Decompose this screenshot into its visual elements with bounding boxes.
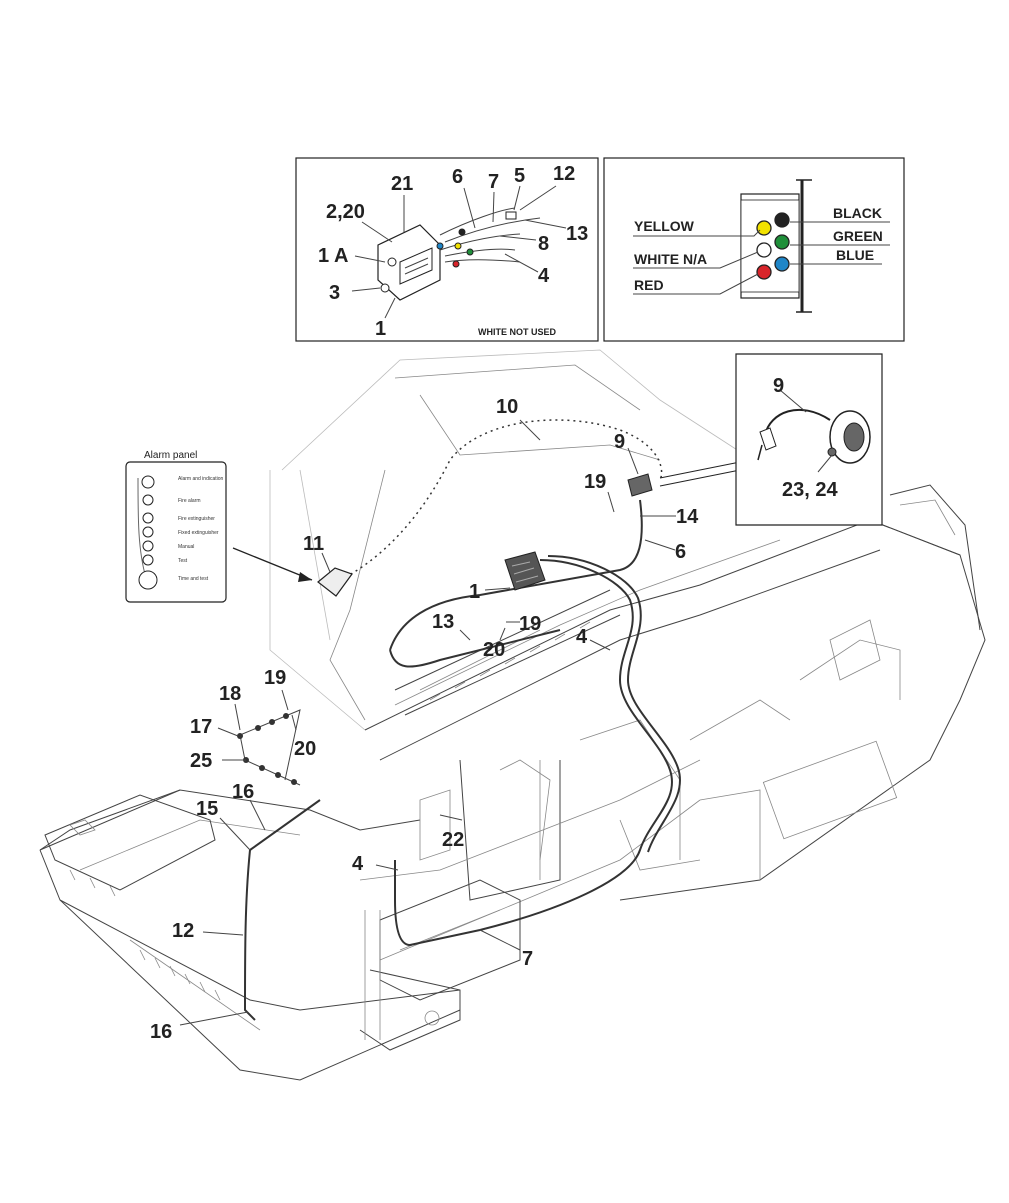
callout-17: 17 (190, 716, 212, 738)
callout-12: 12 (553, 163, 575, 185)
alarm-control-unit (504, 551, 546, 591)
callout-7: 7 (488, 171, 499, 193)
alarm-panel-row: Time and test (178, 576, 209, 582)
label-blue: BLUE (836, 247, 874, 263)
pin-red (756, 264, 772, 280)
alarm-panel-row: Fire extinguisher (178, 516, 215, 522)
alarm-panel-labels: Alarm panel Alarm and indication Fire al… (144, 450, 224, 582)
label-green: GREEN (833, 228, 883, 244)
callout-19-top: 19 (584, 471, 606, 493)
callout-25: 25 (190, 750, 212, 772)
alarm-panel-row: Fire alarm (178, 498, 201, 504)
alarm-panel-row: Alarm and indication (178, 476, 224, 482)
inset-horn-box (735, 353, 883, 526)
callout-15: 15 (196, 798, 218, 820)
callout-1: 1 (469, 581, 480, 603)
machine-frame (39, 349, 986, 1081)
main-leaders (179, 419, 676, 1026)
front-grill (39, 789, 221, 1001)
callout-6: 6 (452, 166, 463, 188)
callout-21: 21 (391, 173, 413, 195)
callout-13: 13 (432, 611, 454, 633)
alarm-light-lens (317, 567, 353, 597)
inset-connector-box (603, 157, 905, 342)
pin-black (774, 212, 790, 228)
main-callouts: 10 9 19 14 6 11 1 13 19 4 20 18 19 17 20… (150, 396, 699, 1043)
pin-white (756, 242, 772, 258)
callout-22: 22 (442, 829, 464, 851)
label-red: RED (634, 277, 664, 293)
alarm-panel-title: Alarm panel (144, 450, 197, 461)
wiring-harness (239, 419, 681, 1021)
callout-4-bottom: 4 (352, 853, 364, 875)
inset-wiring-box (295, 157, 599, 342)
callout-14: 14 (676, 506, 699, 528)
callout-13: 13 (566, 223, 588, 245)
callout-11: 11 (303, 533, 324, 555)
panel-pointer-arrow (232, 547, 313, 582)
pin-yellow (756, 220, 772, 236)
white-not-used-note: WHITE NOT USED (478, 327, 556, 337)
callout-23-24: 23, 24 (782, 479, 838, 501)
connector-cluster (237, 713, 297, 785)
callout-19-left: 19 (264, 667, 286, 689)
pin-blue (774, 256, 790, 272)
callout-8: 8 (538, 233, 549, 255)
callout-4-top: 4 (576, 626, 588, 648)
inset-wiring-labels: 21 6 7 5 12 2,20 13 1 A 8 3 4 1 WHITE NO… (318, 163, 588, 340)
callout-18: 18 (219, 683, 241, 705)
callout-20-left: 20 (294, 738, 316, 760)
callout-1: 1 (375, 318, 386, 340)
callout-4: 4 (538, 265, 550, 287)
label-yellow: YELLOW (634, 218, 695, 234)
callout-20-mid: 20 (483, 639, 505, 661)
callout-10: 10 (496, 396, 518, 418)
pin-green (774, 234, 790, 250)
inset-connector-labels: YELLOW WHITE N/A RED BLACK GREEN BLUE (634, 205, 883, 293)
slotted-rail (394, 589, 621, 716)
callout-19-mid: 19 (519, 613, 541, 635)
callout-16-bottom: 16 (150, 1021, 172, 1043)
callout-9-inset: 9 (773, 375, 784, 397)
inset-horn-labels: 9 23, 24 (773, 375, 838, 501)
callout-3: 3 (329, 282, 340, 304)
callout-7: 7 (522, 948, 533, 970)
callout-9: 9 (614, 431, 625, 453)
callout-2-20: 2,20 (326, 201, 365, 223)
alarm-panel-row: Fixed extinguisher (178, 530, 219, 536)
callout-6: 6 (675, 541, 686, 563)
label-white: WHITE N/A (634, 251, 707, 267)
callout-1a: 1 A (318, 245, 348, 267)
callout-5: 5 (514, 165, 525, 187)
horn-mount (627, 461, 741, 497)
alarm-panel-row: Test (178, 558, 188, 564)
alarm-panel (125, 461, 227, 603)
callout-16-top: 16 (232, 781, 254, 803)
callout-12: 12 (172, 920, 194, 942)
alarm-panel-row: Manual (178, 544, 194, 550)
label-black: BLACK (833, 205, 882, 221)
